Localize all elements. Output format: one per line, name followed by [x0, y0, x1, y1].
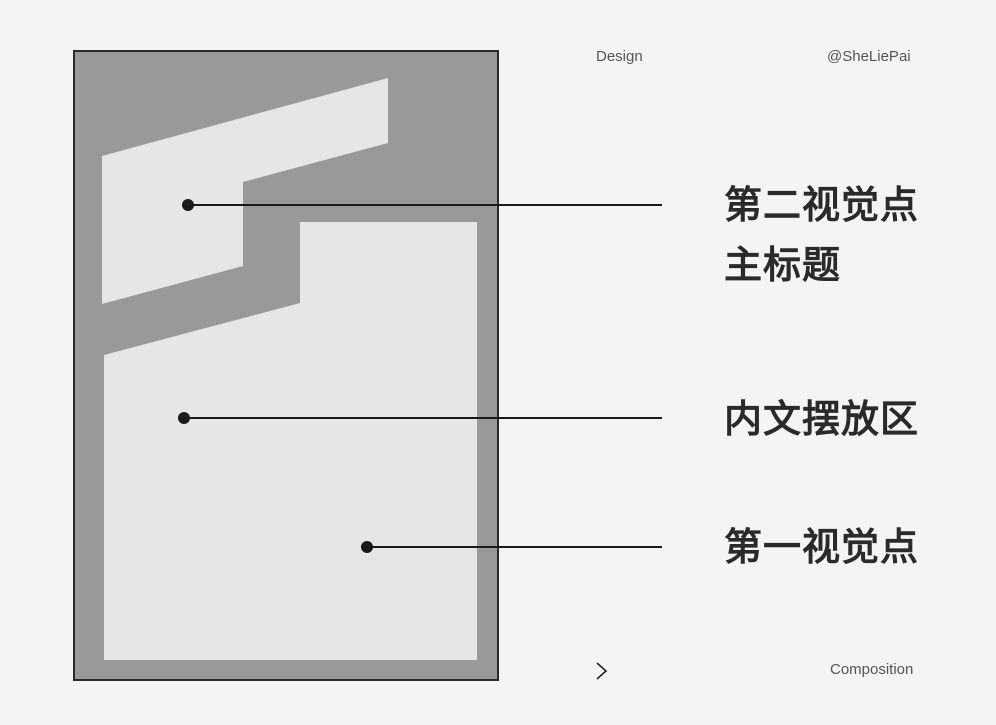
footer-label: Composition	[830, 661, 914, 678]
label-secondary-focus: 第二视觉点	[724, 183, 920, 227]
pointer-dot-secondary	[182, 199, 194, 211]
label-primary-focus: 第一视觉点	[724, 525, 920, 569]
body-block	[104, 222, 477, 660]
pointer-dot-body	[178, 412, 190, 424]
header-author: @SheLiePai	[827, 48, 911, 65]
pointer-dot-primary	[361, 541, 373, 553]
chevron-right-icon	[596, 662, 608, 680]
label-main-title: 主标题	[724, 243, 842, 287]
label-body-area: 内文摆放区	[724, 397, 920, 441]
header-design: Design	[596, 48, 643, 65]
title-block	[102, 78, 388, 304]
